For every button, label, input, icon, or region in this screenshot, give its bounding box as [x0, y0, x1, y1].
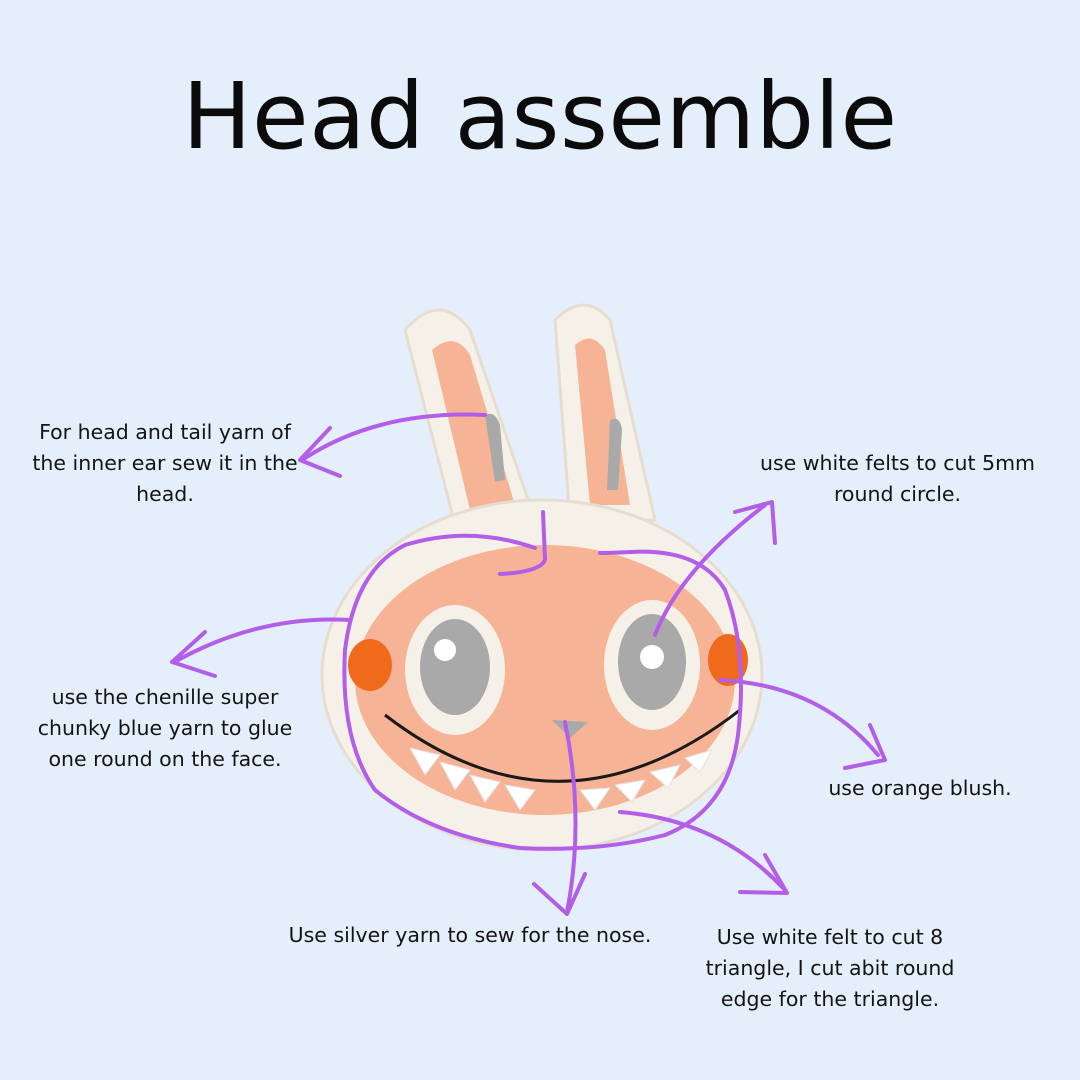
felt-circle-arrow: [653, 503, 767, 637]
silver-nose-note: Use silver yarn to sew for the nose.: [288, 923, 652, 947]
blush-arrow: [718, 678, 880, 757]
white-felt-circle-note: use white felts to cut 5mm round circle.: [759, 451, 1036, 506]
outline-join: [498, 510, 547, 576]
inner-ear-note: For head and tail yarn of the inner ear …: [32, 420, 298, 506]
left-ear: [403, 308, 538, 527]
felt-teeth: [409, 747, 714, 811]
teeth-arrowhead: [738, 853, 789, 895]
orange-blush-note: use orange blush.: [828, 776, 1012, 800]
inner-ear-arrow: [303, 412, 487, 460]
chenille-yarn-note: use the chenille super chunky blue yarn …: [37, 685, 293, 771]
inner-ear-arrowhead: [298, 426, 342, 478]
chenille-outline: [342, 533, 744, 851]
left-eye-highlight: [434, 639, 456, 661]
left-eye: [420, 619, 490, 715]
annotation-arrows: [170, 412, 887, 916]
left-blush: [348, 639, 392, 691]
right-ear: [553, 303, 657, 522]
page-title: Head assemble: [182, 63, 898, 170]
nose: [552, 720, 588, 738]
head: [320, 498, 764, 852]
felt-triangles-note: Use white felt to cut 8 triangle, I cut …: [705, 925, 955, 1011]
nose-arrowhead: [532, 872, 587, 916]
nose-arrow: [563, 720, 578, 914]
chenille-arrow: [176, 617, 352, 662]
teeth-arrow: [618, 810, 787, 892]
right-eye-highlight: [640, 645, 664, 669]
mouth: [384, 708, 741, 783]
chenille-arrowhead: [170, 630, 217, 678]
felt-circle-arrowhead: [733, 500, 777, 545]
blush-arrowhead: [843, 723, 887, 770]
